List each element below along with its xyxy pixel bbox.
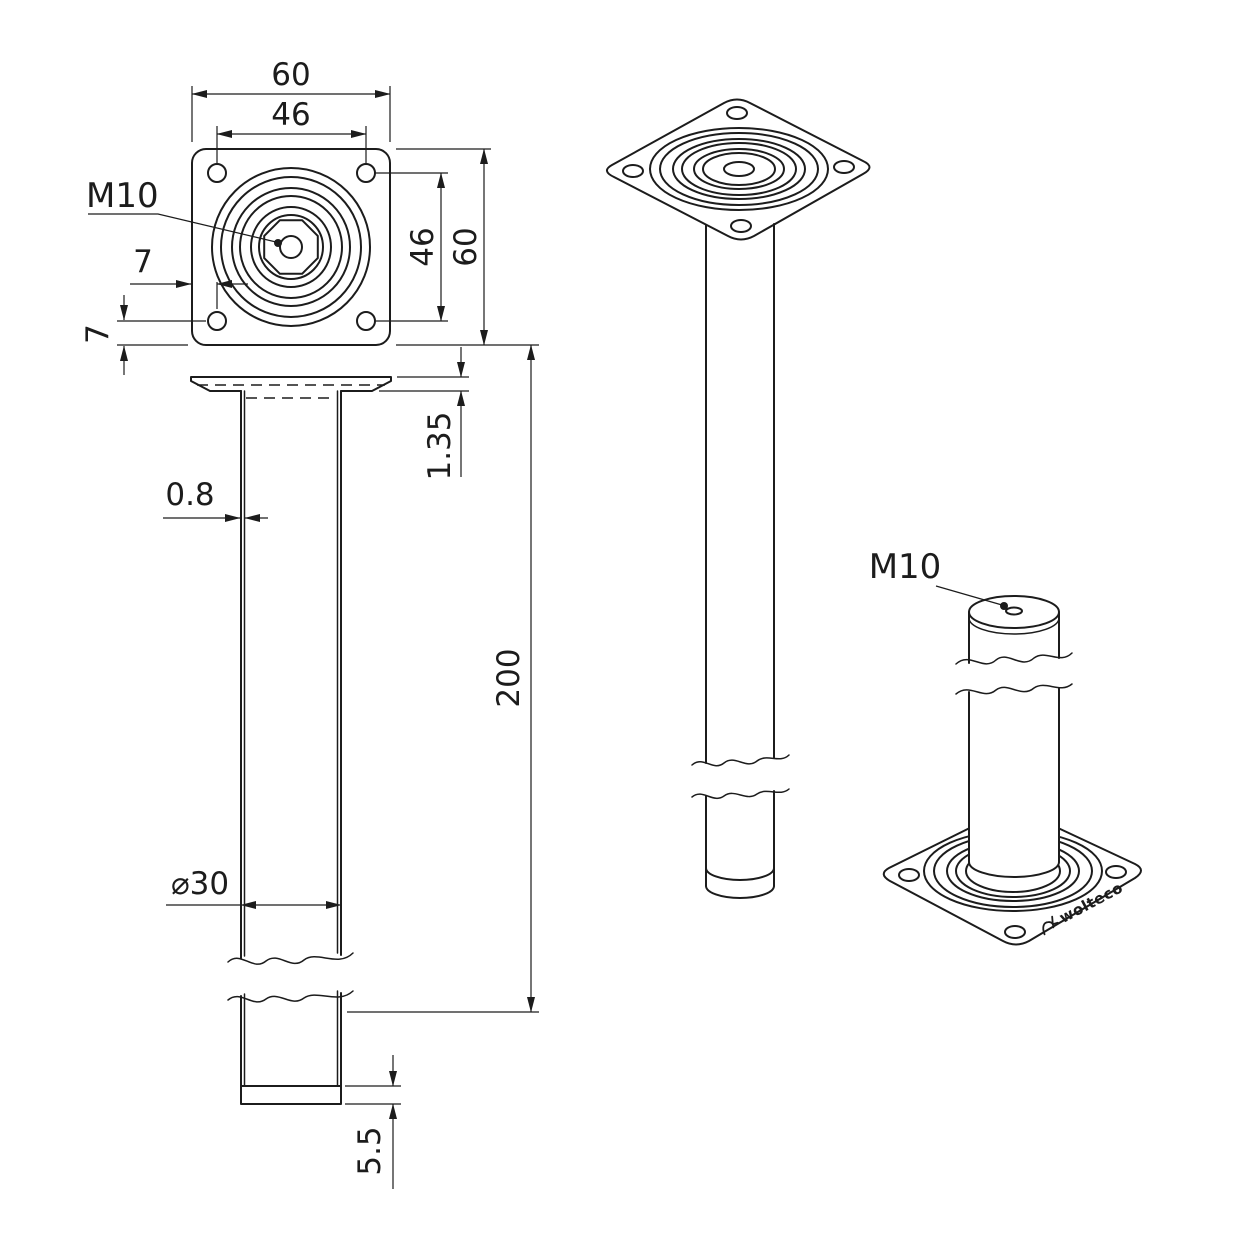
top-cap-seam <box>968 617 1060 635</box>
mounting-hole <box>207 311 227 331</box>
break-line <box>691 754 790 767</box>
thread-socket-octagon <box>263 219 319 275</box>
dim-edge-offset-h-value: 7 <box>133 244 153 280</box>
thread-callout: M10 <box>869 547 1008 610</box>
tube-bottom <box>705 885 775 899</box>
dim-plate-width-value: 60 <box>271 57 310 93</box>
dim-hole-spacing-v-value: 46 <box>405 227 441 266</box>
plate-profile <box>190 376 392 392</box>
mounting-hole <box>622 164 644 178</box>
dim-hole-spacing-h: 46 <box>216 97 367 164</box>
dim-leg-length: 200 <box>347 344 539 1013</box>
dim-plate-height: 60 <box>396 148 539 346</box>
thread-hole <box>1005 606 1023 616</box>
bushing-rings <box>211 167 371 327</box>
dim-tube-diameter: ⌀30 <box>166 866 342 909</box>
dim-foot-height-value: 5.5 <box>352 1126 388 1175</box>
tube-body <box>969 688 1059 877</box>
break-line <box>955 683 1073 695</box>
mounting-hole <box>833 160 855 174</box>
plate-hidden-edges <box>197 384 385 399</box>
iso-bottom-view: M10 wolteco <box>869 547 1142 946</box>
front-view: 0.8 1.35 ⌀30 200 5.5 <box>163 344 539 1189</box>
leader-line <box>935 585 1003 606</box>
top-view: 60 46 M10 7 7 46 <box>80 57 539 375</box>
tube-base-seam <box>968 861 1060 878</box>
tube-outline <box>705 223 775 887</box>
thread-hole <box>279 235 303 259</box>
tube-outline <box>240 390 342 1105</box>
wolteco-logo-icon <box>1042 915 1059 936</box>
break-line <box>955 652 1073 665</box>
leader-dot <box>274 239 282 247</box>
foot-seam <box>705 867 775 881</box>
tube-top-face <box>968 595 1060 629</box>
thread-label: M10 <box>869 547 942 587</box>
thread-callout: M10 <box>86 176 282 247</box>
dim-hole-spacing-v: 46 <box>374 172 448 322</box>
thread-label: M10 <box>86 176 159 216</box>
mounting-hole <box>726 106 748 120</box>
break-line <box>691 788 790 800</box>
dim-edge-offset-v-value: 7 <box>80 324 116 344</box>
leader-dot <box>1000 602 1008 610</box>
dim-plate-height-value: 60 <box>448 227 484 266</box>
mounting-hole <box>730 219 752 233</box>
dim-foot-height: 5.5 <box>345 1055 401 1189</box>
dim-edge-offset-v: 7 <box>80 295 206 375</box>
dim-edge-offset-h: 7 <box>130 244 248 309</box>
plate-outline <box>606 98 871 241</box>
tube-inner-wall <box>243 390 339 1087</box>
mounting-hole <box>1105 865 1127 879</box>
dim-tube-diameter-value: ⌀30 <box>171 866 229 902</box>
dim-plate-width: 60 <box>191 57 391 142</box>
dim-plate-thickness: 1.35 <box>379 347 469 481</box>
dim-plate-thickness-value: 1.35 <box>422 411 458 480</box>
tube-outline <box>968 611 1060 863</box>
thread-hole <box>723 161 755 177</box>
mounting-hole <box>898 868 920 882</box>
bushing-rings <box>649 127 829 211</box>
iso-top-view <box>606 98 871 899</box>
mounting-hole <box>1004 925 1026 939</box>
dim-leg-length-value: 200 <box>491 648 527 707</box>
break-line <box>227 990 354 1003</box>
leader-line <box>88 213 277 243</box>
break-line <box>227 952 354 965</box>
dim-wall-thickness-value: 0.8 <box>165 477 214 513</box>
dim-hole-spacing-h-value: 46 <box>271 97 310 133</box>
dim-wall-thickness: 0.8 <box>163 477 268 522</box>
